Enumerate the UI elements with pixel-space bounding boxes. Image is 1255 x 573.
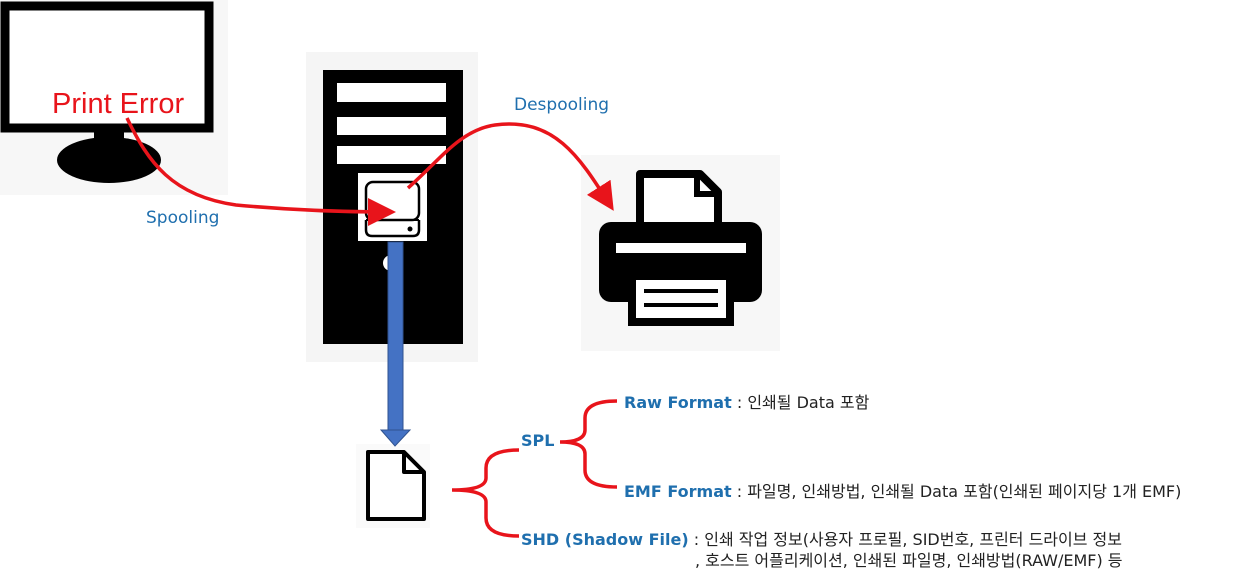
spl-formats-bracket (559, 399, 618, 489)
spooling-label: Spooling (146, 208, 220, 228)
emf-format-row: EMF Format : 파일명, 인쇄방법, 인쇄될 Data 포함(인쇄된 … (624, 478, 1181, 502)
hard-drive-icon (358, 173, 427, 241)
despooling-arrow (406, 122, 614, 211)
shd-desc-line1: : 인쇄 작업 정보(사용자 프로필, SID번호, 프린터 드라이브 정보 (693, 530, 1122, 549)
raw-format-desc: : 인쇄될 Data 포함 (736, 393, 870, 412)
shd-row: SHD (Shadow File) : 인쇄 작업 정보(사용자 프로필, SI… (521, 526, 1122, 550)
monitor-icon (0, 0, 228, 195)
spl-label: SPL (521, 431, 555, 450)
spool-to-file-arrow (379, 241, 412, 447)
emf-format-name: EMF Format (624, 482, 732, 501)
file-icon (356, 444, 430, 528)
spooling-arrow (125, 117, 396, 226)
print-error-text: Print Error (52, 88, 185, 120)
printer-icon (581, 155, 780, 351)
shd-desc-line2: , 호스트 어플리케이션, 인쇄된 파일명, 인쇄방법(RAW/EMF) 등 (695, 551, 1123, 570)
file-types-bracket (451, 448, 520, 538)
raw-format-name: Raw Format (624, 393, 732, 412)
despooling-label: Despooling (514, 95, 610, 115)
raw-format-row: Raw Format : 인쇄될 Data 포함 (624, 389, 869, 413)
shd-name: SHD (Shadow File) (521, 530, 689, 549)
emf-format-desc: : 파일명, 인쇄방법, 인쇄될 Data 포함(인쇄된 페이지당 1개 EMF… (736, 482, 1182, 501)
